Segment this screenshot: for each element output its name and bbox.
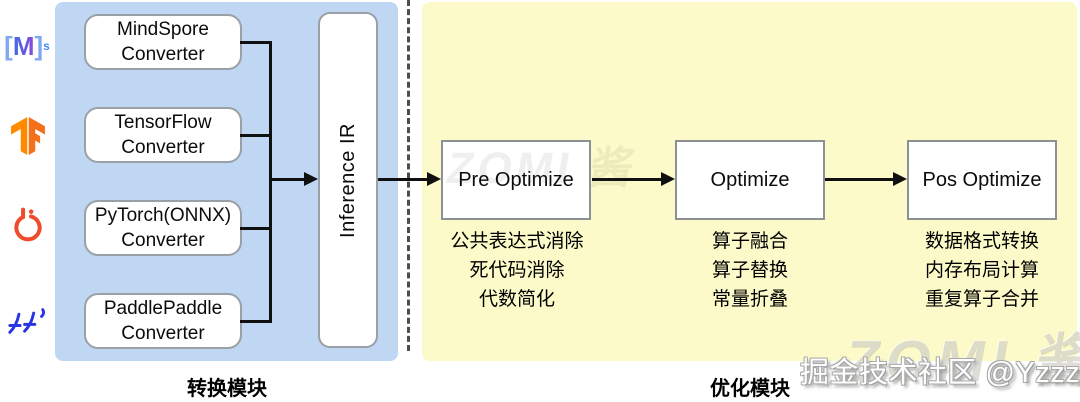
arrow-pre-to-optimize-head — [661, 172, 675, 186]
stage-list-pos-optimize: 数据格式转换 内存布局计算 重复算子合并 — [867, 227, 1080, 314]
stage-item: 算子融合 — [711, 231, 788, 252]
arrow-pre-to-optimize-line — [592, 177, 661, 181]
stage-item: 常量折叠 — [711, 289, 788, 310]
tensorflow-logo-icon — [8, 112, 48, 160]
mindspore-logo-bracket-open: [ — [4, 30, 13, 61]
stage-box-pos-optimize: Pos Optimize — [907, 140, 1057, 220]
mindspore-logo-bracket-close: ] — [34, 30, 44, 61]
conversion-module-label: 转换模块 — [187, 378, 267, 400]
stage-item: 代数简化 — [478, 289, 555, 310]
paddlepaddle-logo-svg — [8, 308, 46, 334]
stage-list-pre-optimize: 公共表达式消除 死代码消除 代数简化 — [402, 227, 632, 314]
converter-box-tensorflow: TensorFlow Converter — [84, 107, 242, 163]
module-separator-dashed-line — [407, 0, 410, 351]
converter-box-paddlepaddle: PaddlePaddle Converter — [84, 293, 242, 349]
mindspore-logo-icon: [M]s — [2, 28, 52, 64]
connector-trunk-line — [269, 40, 272, 323]
arrow-ir-to-preoptimize-line — [378, 177, 427, 181]
arrow-optimize-to-pos-line — [825, 177, 893, 181]
optimization-module-label: 优化模块 — [710, 378, 790, 400]
converter-box-mindspore: MindSpore Converter — [84, 14, 242, 70]
mindspore-logo-letter: M — [12, 30, 35, 61]
connector-tensorflow-line — [240, 133, 272, 137]
stage-item: 算子替换 — [711, 260, 788, 281]
arrow-trunk-to-ir-head — [304, 172, 318, 186]
inference-ir-label: Inference IR — [336, 122, 359, 238]
pytorch-logo-svg — [14, 207, 42, 242]
stage-box-optimize: Optimize — [675, 140, 825, 220]
pytorch-logo-icon — [8, 202, 48, 250]
converter-box-pytorch: PyTorch(ONNX) Converter — [84, 200, 242, 256]
stage-item: 死代码消除 — [469, 260, 565, 281]
stage-item: 公共表达式消除 — [450, 231, 584, 252]
arrow-trunk-to-ir-line — [269, 177, 304, 181]
stage-box-pre-optimize: Pre Optimize — [441, 140, 591, 220]
inference-ir-box: Inference IR — [318, 12, 378, 348]
paddlepaddle-logo-icon — [4, 302, 52, 340]
stage-item: 重复算子合并 — [924, 289, 1039, 310]
arrow-optimize-to-pos-head — [893, 172, 907, 186]
stage-item: 内存布局计算 — [924, 260, 1039, 281]
watermark-zomi-faint: ZOMI 酱 — [442, 144, 642, 193]
watermark-juejin: 掘金技术社区 @Yzzzu — [800, 357, 1080, 389]
arrow-ir-to-preoptimize-head — [427, 172, 441, 186]
tensorflow-logo-svg — [11, 117, 45, 155]
mindspore-logo-superscript: s — [43, 39, 50, 53]
connector-pytorch-line — [240, 226, 272, 230]
stage-list-optimize: 算子融合 算子替换 常量折叠 — [635, 227, 865, 314]
connector-paddlepaddle-line — [240, 319, 272, 323]
connector-mindspore-line — [240, 40, 272, 44]
stage-item: 数据格式转换 — [924, 231, 1039, 252]
